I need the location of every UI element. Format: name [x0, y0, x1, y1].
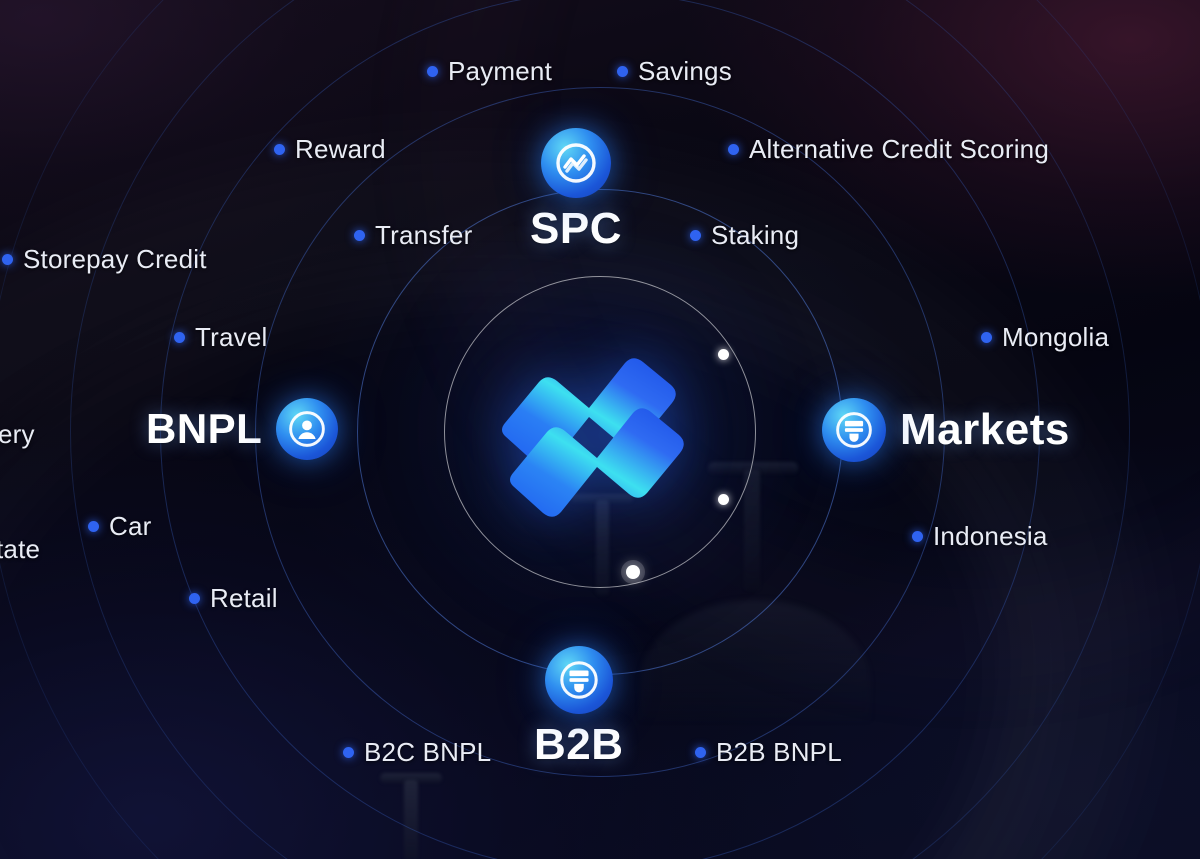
satellite-b2c-bnpl-label: B2C BNPL [364, 737, 492, 767]
satellite-savings[interactable]: Savings [617, 56, 732, 87]
node-bnpl-label: BNPL [146, 405, 263, 452]
satellite-reward[interactable]: Reward [274, 134, 386, 165]
satellite-storepay-credit[interactable]: Storepay Credit [2, 244, 207, 275]
spc-wave-circle-icon [540, 128, 611, 198]
satellite-savings-label: Savings [638, 56, 732, 86]
bullet-dot-icon [981, 332, 992, 343]
storepay-double-wave-logo [479, 332, 723, 532]
bullet-dot-icon [690, 230, 701, 241]
satellite-storepay-credit-label: Storepay Credit [23, 244, 207, 274]
node-bnpl[interactable]: BNPL [146, 398, 339, 460]
bullet-dot-icon [343, 747, 354, 758]
bullet-dot-icon [912, 531, 923, 542]
storefront-circle-icon [544, 646, 613, 714]
satellite-estate-clipped[interactable]: tate [0, 534, 40, 565]
node-markets-label: Markets [900, 405, 1070, 454]
satellite-staking[interactable]: Staking [690, 220, 799, 251]
satellite-retail-label: Retail [210, 583, 278, 613]
bullet-dot-icon [728, 144, 739, 155]
satellite-indonesia-label: Indonesia [933, 521, 1048, 551]
orbit-marker-top-right [718, 349, 729, 360]
satellite-reward-label: Reward [295, 134, 386, 164]
satellite-mongolia-label: Mongolia [1002, 322, 1110, 352]
bullet-dot-icon [427, 66, 438, 77]
satellite-alternative-credit-scoring[interactable]: Alternative Credit Scoring [728, 134, 1049, 165]
bullet-dot-icon [189, 593, 200, 604]
bullet-dot-icon [617, 66, 628, 77]
satellite-travel[interactable]: Travel [174, 322, 267, 353]
bullet-dot-icon [354, 230, 365, 241]
satellite-b2b-bnpl[interactable]: B2B BNPL [695, 737, 842, 768]
orbit-marker-bottom-glow [626, 565, 640, 579]
node-spc[interactable]: SPC [530, 128, 622, 254]
background-device-stem-2 [744, 470, 760, 590]
background-device-stem-1 [596, 500, 609, 595]
orbit-marker-mid-right [718, 494, 729, 505]
node-markets[interactable]: Markets [822, 398, 1070, 462]
node-b2b-label: B2B [534, 720, 624, 769]
bullet-dot-icon [695, 747, 706, 758]
storefront-circle-icon [822, 398, 886, 462]
satellite-estate-clipped-label: tate [0, 534, 41, 564]
satellite-transfer-label: Transfer [375, 220, 473, 250]
satellite-payment[interactable]: Payment [427, 56, 552, 87]
node-spc-label: SPC [530, 204, 622, 253]
bullet-dot-icon [88, 521, 99, 532]
bullet-dot-icon [2, 254, 13, 265]
background-device-stem-3 [404, 780, 418, 859]
satellite-payment-label: Payment [448, 56, 553, 86]
satellite-car-label: Car [109, 511, 152, 541]
node-b2b[interactable]: B2B [534, 646, 624, 770]
satellite-mongolia[interactable]: Mongolia [981, 322, 1109, 353]
satellite-transfer[interactable]: Transfer [354, 220, 472, 251]
user-avatar-circle-icon [276, 398, 339, 460]
satellite-retail[interactable]: Retail [189, 583, 278, 614]
bullet-dot-icon [174, 332, 185, 343]
satellite-delivery-clipped[interactable]: ery [0, 419, 35, 450]
background-device-top-3 [380, 773, 442, 783]
satellite-indonesia[interactable]: Indonesia [912, 521, 1048, 552]
satellite-car[interactable]: Car [88, 511, 152, 542]
satellite-b2c-bnpl[interactable]: B2C BNPL [343, 737, 491, 768]
satellite-b2b-bnpl-label: B2B BNPL [716, 737, 842, 767]
center-glow [385, 215, 815, 645]
background-device-top-2 [708, 462, 798, 474]
background-device-top-1 [571, 494, 633, 503]
satellite-staking-label: Staking [711, 220, 800, 250]
satellite-delivery-clipped-label: ery [0, 419, 35, 449]
bullet-dot-icon [274, 144, 285, 155]
satellite-alternative-credit-scoring-label: Alternative Credit Scoring [749, 134, 1049, 164]
satellite-travel-label: Travel [195, 322, 268, 352]
